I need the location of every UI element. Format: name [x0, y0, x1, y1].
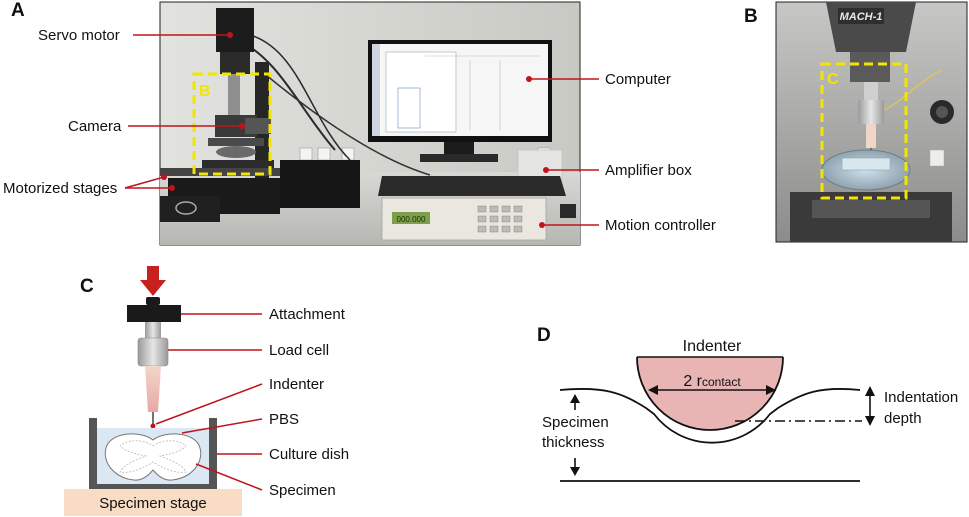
load-arrow	[147, 266, 159, 280]
indenter-label: Indenter	[683, 338, 742, 355]
photo-a: 000.000 B	[159, 1, 581, 246]
photo-b: MACH-1 C	[775, 1, 968, 243]
specimen-stage-label: Specimen stage	[99, 495, 207, 512]
label-attachment: Attachment	[181, 306, 346, 323]
specimen-surface	[559, 387, 861, 444]
label-servo-motor: Servo motor	[38, 27, 233, 44]
svg-text:Motorized stages: Motorized stages	[3, 180, 117, 197]
label-motion-controller: Motion controller	[539, 217, 716, 234]
label-indenter: Indenter	[155, 376, 324, 425]
specimen-shape	[104, 433, 202, 481]
svg-text:Load cell: Load cell	[269, 342, 329, 359]
label-pbs: PBS	[181, 411, 299, 434]
svg-text:Servo motor: Servo motor	[38, 27, 120, 44]
schematic-c: Specimen stage	[64, 266, 242, 516]
svg-text:thickness: thickness	[542, 434, 605, 451]
inset-tag-b: B	[199, 83, 211, 100]
svg-text:Culture dish: Culture dish	[269, 446, 349, 463]
culture-dish-wall	[89, 418, 217, 492]
svg-text:depth: depth	[884, 410, 922, 427]
load-cell-body	[137, 337, 169, 367]
schematic-d: Indenter 2 rcontact	[559, 338, 875, 482]
svg-text:Indenter: Indenter	[269, 376, 324, 393]
indenter-tip	[145, 366, 161, 412]
indenter-sphere	[637, 357, 783, 430]
inset-box-b	[192, 72, 272, 176]
panel-label-a: A	[11, 0, 25, 21]
label-motorized-stages: Motorized stages	[3, 174, 175, 197]
label-culture-dish: Culture dish	[217, 446, 349, 463]
controller-display-readout: 000.000	[397, 215, 426, 224]
svg-text:Specimen: Specimen	[269, 482, 336, 499]
panel-label-c: C	[80, 276, 94, 297]
svg-text:Amplifier box: Amplifier box	[605, 162, 692, 179]
brand-label: MACH-1	[840, 11, 883, 23]
svg-text:Specimen: Specimen	[542, 414, 609, 431]
svg-text:PBS: PBS	[269, 411, 299, 428]
attachment-knob	[146, 297, 160, 305]
svg-text:Attachment: Attachment	[269, 306, 346, 323]
inset-tag-c: C	[827, 71, 839, 88]
svg-text:Motion controller: Motion controller	[605, 217, 716, 234]
contact-radius-label: 2 rcontact	[683, 373, 741, 390]
label-specimen-thickness: Specimen thickness	[542, 414, 609, 451]
label-amplifier-box: Amplifier box	[543, 162, 692, 179]
svg-text:Camera: Camera	[68, 118, 122, 135]
label-camera: Camera	[68, 118, 245, 135]
label-indentation-depth: Indentation depth	[884, 389, 958, 427]
inset-box-c	[820, 62, 908, 200]
label-specimen: Specimen	[195, 463, 336, 499]
label-load-cell: Load cell	[168, 342, 329, 359]
specimen-stage	[64, 489, 242, 516]
panel-label-b: B	[744, 6, 758, 27]
attachment-plate	[127, 305, 181, 322]
svg-text:Computer: Computer	[605, 71, 671, 88]
svg-text:Indentation: Indentation	[884, 389, 958, 406]
label-computer: Computer	[526, 71, 671, 88]
panel-label-d: D	[537, 325, 551, 346]
